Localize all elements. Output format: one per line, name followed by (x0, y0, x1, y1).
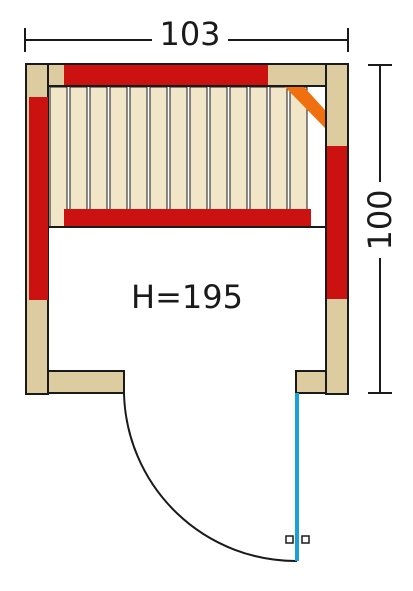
heater-right (327, 146, 347, 299)
heater-top (64, 65, 268, 85)
bench-slat (229, 86, 248, 228)
bench-slat (129, 86, 148, 228)
wall-bottom-left (47, 370, 125, 394)
door-swing-arc (123, 393, 298, 563)
heater-bench (64, 209, 311, 226)
bench-slat (49, 86, 68, 228)
bench-slat (269, 86, 288, 228)
width-dimension: 103 (24, 15, 349, 53)
wall-bottom-right (295, 370, 327, 394)
door-handle-left (285, 535, 294, 544)
heater-left (29, 97, 48, 300)
height-label: H=195 (131, 278, 243, 316)
bench (48, 86, 326, 228)
heater-corner (285, 87, 325, 128)
bench-slat (249, 86, 268, 228)
door-handle-right (301, 535, 310, 544)
heaters (29, 65, 347, 300)
width-label: 103 (159, 15, 220, 53)
bench-slat (89, 86, 108, 228)
bench-slat (149, 86, 168, 228)
depth-label: 100 (361, 189, 399, 250)
bench-slat (209, 86, 228, 228)
bench-slat (169, 86, 188, 228)
glass-door (123, 393, 310, 563)
bench-slat (109, 86, 128, 228)
bench-slat (69, 86, 88, 228)
bench-slat (189, 86, 208, 228)
depth-dimension: 100 (361, 64, 399, 394)
bench-slat (289, 86, 308, 228)
